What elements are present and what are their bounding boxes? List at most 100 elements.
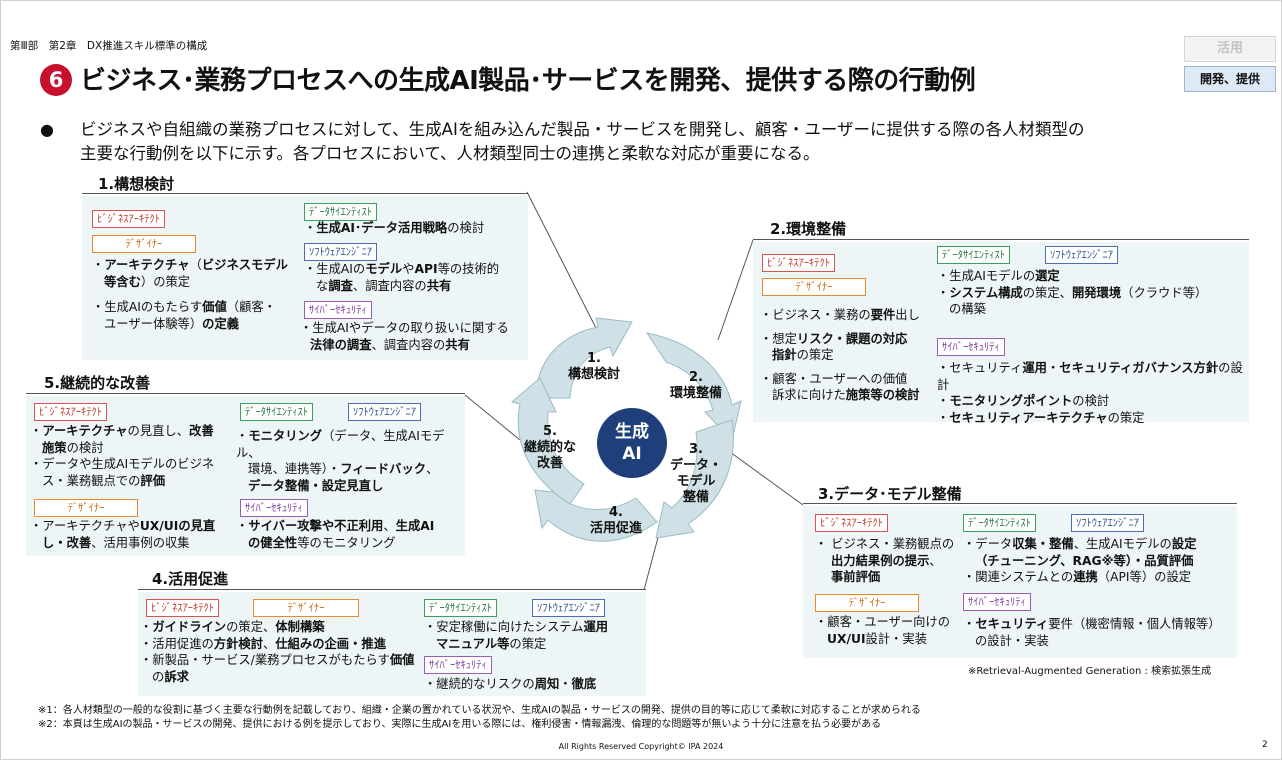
s1-sw-text: ・生成AIのモデルやAPI等の技術的 な調査、調査内容の共有	[304, 262, 500, 293]
section-1-title: 1.構想検討	[98, 175, 175, 193]
generative-ai-core: 生成 AI	[597, 408, 667, 478]
cycle-label-1: 1. 構想検討	[554, 351, 634, 383]
cycle-text-3b: モデル	[676, 474, 716, 489]
cycle-arrow-2	[645, 332, 742, 442]
cycle-text-4: 活用促進	[589, 521, 642, 536]
cycle-num-2: 2.	[689, 370, 703, 385]
tab-katsuyo[interactable]: 活用	[1184, 36, 1276, 62]
cycle-label-4: 4. 活用促進	[576, 505, 656, 537]
cycle-arrow-3	[655, 419, 734, 539]
cycle-text-3c: 整備	[682, 490, 709, 505]
cycle-num-4: 4.	[609, 505, 623, 520]
role-data-scientist: ﾃﾞｰﾀｻｲｴﾝﾃｨｽﾄ	[963, 514, 1036, 532]
cycle-num-5: 5.	[543, 424, 557, 439]
s1-ds-text: ・生成AI･データ活用戦略の検討	[304, 221, 485, 235]
s3-sec-text: ・セキュリティ要件（機密情報・個人情報等） の設計・実装	[963, 617, 1221, 648]
s5-sec-text: ・サイバー攻撃や不正利用、生成AI の健全性等のモニタリング	[236, 519, 435, 550]
s3-biz-text: ・ ビジネス・業務観点の 出力結果例の提示、 事前評価	[815, 537, 955, 584]
cycle-text-5a: 継続的な	[523, 440, 576, 455]
copyright: All Rights Reserved Copyright© IPA 2024	[558, 742, 724, 751]
s2-biz-text: ・ビジネス・業務の要件出し ・想定リスク・課題の対応 指針の策定 ・顧客・ユーザ…	[760, 308, 920, 402]
section-2-title: 2.環境整備	[770, 220, 847, 238]
role-designer: ﾃﾞｻﾞｲﾅｰ	[815, 594, 919, 612]
role-designer: ﾃﾞｻﾞｲﾅｰ	[34, 499, 138, 517]
s1-biz-text: ・アーキテクチャ（ビジネスモデル 等含む）の策定 ・生成AIのもたらす価値（顧客…	[92, 258, 288, 331]
role-software-engineer: ｿﾌﾄｳｪｱｴﾝｼﾞﾆｱ	[304, 243, 377, 261]
cycle-arrow-4	[534, 489, 658, 542]
s2-ds-sw-text: ・生成AIモデルの選定 ・システム構成の策定、開発環境（クラウド等） の構築	[937, 269, 1208, 316]
role-biz-architect: ﾋﾞｼﾞﾈｽｱｰｷﾃｸﾄ	[762, 254, 835, 272]
page-title: ビジネス･業務プロセスへの生成AI製品･サービスを開発、提供する際の行動例	[80, 66, 976, 96]
role-data-scientist: ﾃﾞｰﾀｻｲｴﾝﾃｨｽﾄ	[424, 599, 497, 617]
section-5-title: 5.継続的な改善	[44, 374, 151, 392]
section-1-rule	[82, 193, 528, 194]
s5-des-text: ・アーキテクチャやUX/UIの見直 し・改善、活用事例の収集	[30, 519, 216, 550]
cycle-num-1: 1.	[587, 351, 601, 366]
role-data-scientist: ﾃﾞｰﾀｻｲｴﾝﾃｨｽﾄ	[240, 403, 313, 421]
role-designer: ﾃﾞｻﾞｲﾅｰ	[762, 278, 866, 296]
cycle-text-5b: 改善	[536, 456, 563, 471]
role-software-engineer: ｿﾌﾄｳｪｱｴﾝｼﾞﾆｱ	[1071, 514, 1144, 532]
connector-1	[526, 191, 599, 333]
rag-footnote: ※Retrieval-Augmented Generation : 検索拡張生成	[968, 666, 1212, 677]
connector-5	[464, 394, 521, 441]
s3-des-text: ・顧客・ユーザー向けの UX/UI設計・実装	[815, 615, 951, 646]
core-text-2: AI	[622, 444, 642, 464]
section-5-rule	[26, 393, 465, 394]
s2-sec-text: ・セキュリティ運用・セキュリティガバナンス方針の設計 ・モニタリングポイントの検…	[937, 361, 1243, 425]
intro-line-2: 主要な行動例を以下に示す。各プロセスにおいて、人材類型同士の連携と柔軟な対応が重…	[80, 144, 820, 163]
role-cyber-security: ｻｲﾊﾞｰｾｷｭﾘﾃｨ	[304, 301, 372, 319]
bullet-icon: ●	[40, 120, 54, 139]
intro-line-1: ビジネスや自組織の業務プロセスに対して、生成AIを組み込んだ製品・サービスを開発…	[80, 120, 1085, 139]
cycle-label-3: 3. データ・ モデル 整備	[656, 442, 736, 506]
connector-2	[717, 239, 754, 341]
section-2-rule	[753, 239, 1249, 240]
role-data-scientist: ﾃﾞｰﾀｻｲｴﾝﾃｨｽﾄ	[304, 203, 377, 221]
role-cyber-security: ｻｲﾊﾞｰｾｷｭﾘﾃｨ	[240, 499, 308, 517]
footnote-1: ※1：各人材類型の一般的な役割に基づく主要な行動例を記載しており、組織・企業の置…	[38, 705, 921, 716]
cycle-arrow-1	[535, 317, 633, 399]
s1-sec-text: ・生成AIやデータの取り扱いに関する 法律の調査、調査内容の共有	[300, 321, 509, 352]
cycle-label-5: 5. 継続的な 改善	[510, 424, 590, 472]
section-2-box	[753, 242, 1249, 422]
s4-sec-text: ・継続的なリスクの周知・徹底	[424, 677, 597, 691]
section-3-title: 3.データ･モデル整備	[818, 485, 962, 503]
cycle-num-3: 3.	[689, 442, 703, 457]
role-cyber-security: ｻｲﾊﾞｰｾｷｭﾘﾃｨ	[424, 656, 492, 674]
intro-text: ビジネスや自組織の業務プロセスに対して、生成AIを組み込んだ製品・サービスを開発…	[80, 118, 1230, 166]
cycle-arrow-5	[510, 377, 585, 505]
role-software-engineer: ｿﾌﾄｳｪｱｴﾝｼﾞﾆｱ	[532, 599, 605, 617]
footnote-2: ※2：本頁は生成AIの製品・サービスの開発、提供における例を提示しており、実際に…	[38, 719, 882, 730]
role-biz-architect: ﾋﾞｼﾞﾈｽｱｰｷﾃｸﾄ	[815, 514, 888, 532]
s3-ds-sw-text: ・データ収集・整備、生成AIモデルの設定 （チューニング、RAG※等）・品質評価…	[963, 537, 1197, 584]
section-4-title: 4.活用促進	[152, 570, 229, 588]
s5-biz-text: ・アーキテクチャの見直し、改善 施策の検討 ・データや生成AIモデルのビジネ ス…	[30, 424, 215, 488]
role-designer: ﾃﾞｻﾞｲﾅｰ	[253, 599, 359, 617]
tab-kaihatsu-teikyo[interactable]: 開発、提供	[1184, 66, 1276, 92]
role-biz-architect: ﾋﾞｼﾞﾈｽｱｰｷﾃｸﾄ	[146, 599, 219, 617]
page-number: 2	[1262, 740, 1268, 750]
role-designer: ﾃﾞｻﾞｲﾅｰ	[92, 235, 196, 253]
role-cyber-security: ｻｲﾊﾞｰｾｷｭﾘﾃｨ	[963, 593, 1031, 611]
role-software-engineer: ｿﾌﾄｳｪｱｴﾝｼﾞﾆｱ	[348, 403, 421, 421]
role-biz-architect: ﾋﾞｼﾞﾈｽｱｰｷﾃｸﾄ	[92, 210, 165, 228]
section-5-box	[26, 396, 465, 556]
role-biz-architect: ﾋﾞｼﾞﾈｽｱｰｷﾃｸﾄ	[34, 403, 107, 421]
cycle-label-2: 2. 環境整備	[656, 370, 736, 402]
role-data-scientist: ﾃﾞｰﾀｻｲｴﾝﾃｨｽﾄ	[937, 246, 1010, 264]
cycle-text-2: 環境整備	[669, 386, 722, 401]
cycle-text-3a: データ・	[669, 458, 722, 473]
cycle-text-1: 構想検討	[567, 367, 620, 382]
s5-ds-sw-text: ・モニタリング（データ、生成AIモデル、 環境、連携等）・フィードバック、 デー…	[236, 429, 445, 493]
connector-3	[729, 451, 804, 506]
section-4-rule	[138, 589, 646, 590]
s4-ds-sw-text: ・安定稼働に向けたシステム運用 マニュアル等の策定	[424, 620, 609, 651]
breadcrumb: 第Ⅲ部 第2章 DX推進スキル標準の構成	[10, 40, 208, 52]
section-number-badge: 6	[40, 64, 72, 96]
section-3-rule	[803, 503, 1237, 504]
role-cyber-security: ｻｲﾊﾞｰｾｷｭﾘﾃｨ	[937, 338, 1005, 356]
core-text-1: 生成	[615, 422, 649, 442]
s4-biz-des-text: ・ガイドラインの策定、体制構築 ・活用促進の方針検討、仕組みの企画・推進 ・新製…	[140, 620, 415, 684]
